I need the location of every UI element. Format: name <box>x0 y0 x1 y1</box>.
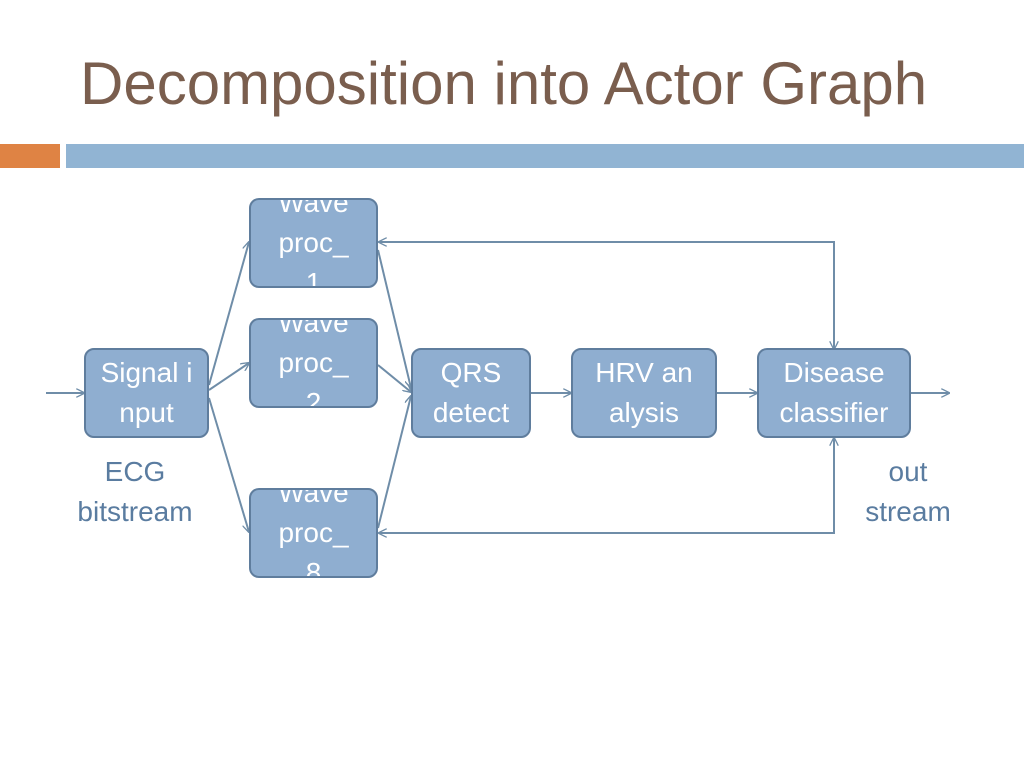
edge-wave1-to-qrs <box>377 249 411 388</box>
slide-title: Decomposition into Actor Graph <box>80 50 928 117</box>
node-disease-classifier: Disease classifier <box>757 348 911 438</box>
edge-wave8-disease-feedback <box>379 438 834 533</box>
node-disease-classifier-label: Disease classifier <box>779 357 889 428</box>
node-wave-proc-8: Wave proc_8 <box>249 488 378 578</box>
edge-wave8-to-qrs <box>377 396 411 529</box>
node-wave-proc-2: Wave proc_2 <box>249 318 378 408</box>
node-wave-proc-8-label: Wave proc_8 <box>278 488 349 578</box>
input-label: ECG bitstream <box>77 456 193 527</box>
node-qrs-detect-label: QRS detect <box>432 357 510 428</box>
node-hrv-analysis: HRV analysis <box>571 348 717 438</box>
output-label: out stream <box>865 456 951 527</box>
edge-signal-to-wave1 <box>208 242 249 386</box>
node-wave-proc-1-label: Wave proc_1 <box>278 198 349 288</box>
node-signal-input: Signal input <box>84 348 209 438</box>
accent-bar-blue <box>66 144 1024 168</box>
edge-disease-wave1-feedback <box>379 242 834 349</box>
edge-signal-to-wave8 <box>208 397 249 532</box>
node-qrs-detect: QRS detect <box>411 348 531 438</box>
node-signal-input-label: Signal input <box>100 357 193 428</box>
accent-bar-orange <box>0 144 60 168</box>
edge-signal-to-wave2 <box>208 363 249 391</box>
node-hrv-analysis-label: HRV analysis <box>595 357 693 428</box>
node-wave-proc-1: Wave proc_1 <box>249 198 378 288</box>
node-wave-proc-2-label: Wave proc_2 <box>278 318 349 408</box>
edge-wave2-to-qrs <box>377 364 411 392</box>
